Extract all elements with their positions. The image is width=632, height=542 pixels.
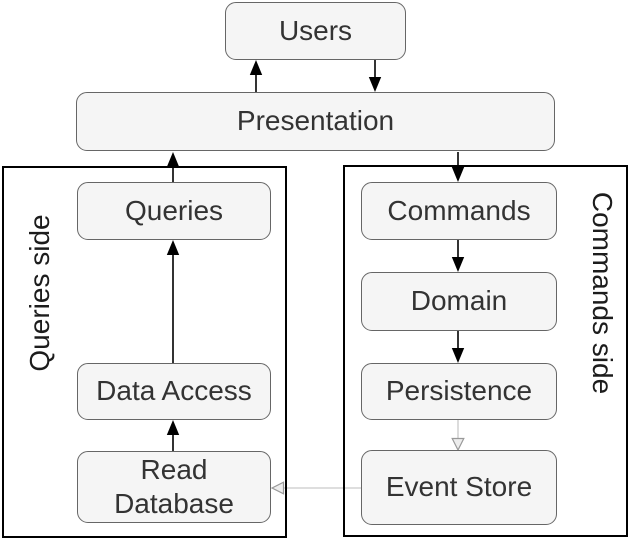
node-domain: Domain bbox=[361, 272, 557, 331]
node-read-database: Read Database bbox=[77, 451, 271, 523]
node-users: Users bbox=[225, 2, 406, 60]
queries-side-label: Queries side bbox=[24, 214, 55, 372]
arrow-persistence-to-event-store bbox=[451, 420, 465, 452]
node-presentation: Presentation bbox=[76, 92, 555, 151]
node-event-store: Event Store bbox=[361, 450, 557, 525]
node-read-database-label: Read Database bbox=[114, 453, 234, 519]
arrow-data-access-to-queries bbox=[166, 240, 180, 363]
node-data-access-label: Data Access bbox=[96, 375, 252, 407]
arrow-event-store-to-read-database bbox=[270, 481, 361, 495]
node-commands: Commands bbox=[361, 182, 557, 240]
node-users-label: Users bbox=[278, 14, 353, 46]
arrow-domain-to-persistence bbox=[451, 331, 465, 363]
node-event-store-label: Event Store bbox=[385, 471, 533, 503]
node-persistence: Persistence bbox=[361, 363, 557, 420]
node-presentation-label: Presentation bbox=[236, 105, 395, 137]
arrow-users-to-presentation bbox=[368, 60, 382, 92]
node-domain-label: Domain bbox=[410, 285, 508, 317]
node-queries-label: Queries bbox=[124, 194, 224, 226]
node-commands-label: Commands bbox=[387, 194, 531, 226]
arrow-commands-to-domain bbox=[451, 240, 465, 272]
node-data-access: Data Access bbox=[77, 363, 271, 420]
arrow-presentation-to-users bbox=[249, 60, 263, 92]
node-queries: Queries bbox=[77, 182, 271, 240]
queries-side-container bbox=[2, 166, 287, 538]
node-persistence-label: Persistence bbox=[385, 375, 533, 407]
commands-side-label: Commands side bbox=[587, 191, 618, 395]
commands-side-container bbox=[343, 165, 628, 537]
arrow-read-database-to-data-access bbox=[166, 420, 180, 451]
